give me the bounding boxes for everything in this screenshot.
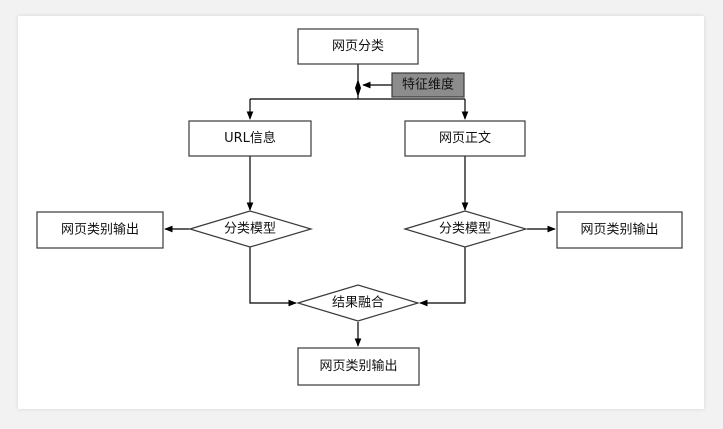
connectors [164, 64, 556, 347]
node-fusion: 结果融合 [295, 284, 421, 322]
node-webpage-classification: 网页分类 [297, 28, 419, 65]
arrow-model-right-to-fusion [419, 247, 466, 307]
node-url-info: URL信息 [188, 120, 312, 157]
node-output-left-label: 网页类别输出 [61, 222, 139, 238]
node-webpage-classification-label: 网页分类 [332, 39, 384, 54]
node-feature-dimension: 特征维度 [391, 72, 465, 98]
junction-diamond-marker [355, 79, 361, 97]
node-output-final-label: 网页类别输出 [319, 358, 397, 374]
node-output-left: 网页类别输出 [36, 211, 164, 249]
node-webpage-body: 网页正文 [404, 120, 526, 157]
node-url-info-label: URL信息 [224, 130, 276, 146]
arrow-model-left-to-fusion [249, 247, 297, 307]
node-output-right-label: 网页类别输出 [580, 222, 658, 238]
node-feature-dimension-label: 特征维度 [402, 77, 454, 93]
node-webpage-body-label: 网页正文 [439, 131, 491, 146]
node-model-left-label: 分类模型 [224, 222, 276, 237]
node-model-right: 分类模型 [402, 210, 529, 248]
node-model-right-label: 分类模型 [439, 222, 491, 237]
node-model-left: 分类模型 [187, 210, 314, 248]
node-output-right: 网页类别输出 [556, 211, 683, 249]
node-output-final: 网页类别输出 [297, 347, 420, 386]
node-fusion-label: 结果融合 [332, 296, 384, 311]
